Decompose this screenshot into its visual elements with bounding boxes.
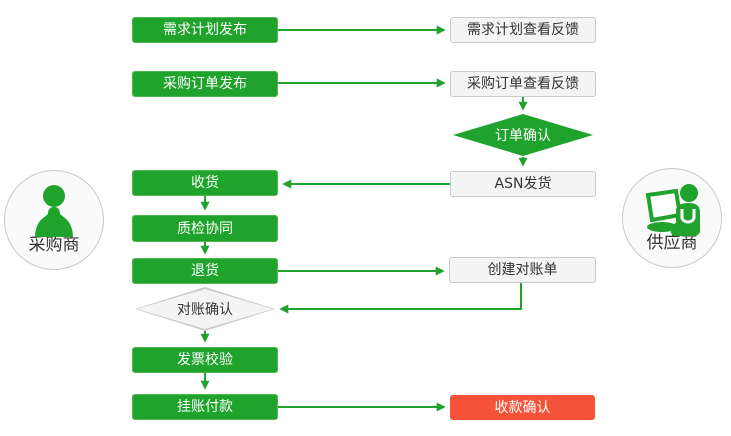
actor-supplier-label: 供应商 bbox=[646, 233, 698, 253]
node-demand-plan-feedback: 需求计划查看反馈 bbox=[450, 17, 596, 43]
node-demand-plan-publish: 需求计划发布 bbox=[132, 17, 278, 43]
actor-supplier: 供应商 bbox=[622, 168, 722, 268]
actor-buyer: 采购商 bbox=[4, 170, 104, 270]
node-create-statement: 创建对账单 bbox=[449, 257, 596, 283]
node-quality-inspection: 质检协同 bbox=[132, 215, 278, 242]
node-order-confirm-label: 订单确认 bbox=[455, 116, 591, 154]
person-laptop-icon bbox=[623, 181, 721, 237]
node-receive-goods: 收货 bbox=[132, 170, 278, 196]
node-return-goods: 退货 bbox=[132, 258, 278, 284]
node-book-payment: 挂账付款 bbox=[132, 394, 278, 420]
node-payment-confirm: 收款确认 bbox=[450, 395, 595, 420]
node-reconcile-confirm: 对账确认 bbox=[135, 287, 275, 331]
node-order-confirm: 订单确认 bbox=[453, 114, 593, 156]
node-purchase-order-feedback: 采购订单查看反馈 bbox=[450, 71, 596, 97]
actor-buyer-label: 采购商 bbox=[28, 235, 80, 255]
person-icon bbox=[5, 183, 103, 239]
node-purchase-order-publish: 采购订单发布 bbox=[132, 71, 278, 97]
node-invoice-check: 发票校验 bbox=[132, 347, 278, 373]
node-asn-ship: ASN发货 bbox=[450, 171, 596, 197]
node-reconcile-confirm-label: 对账确认 bbox=[137, 289, 273, 329]
